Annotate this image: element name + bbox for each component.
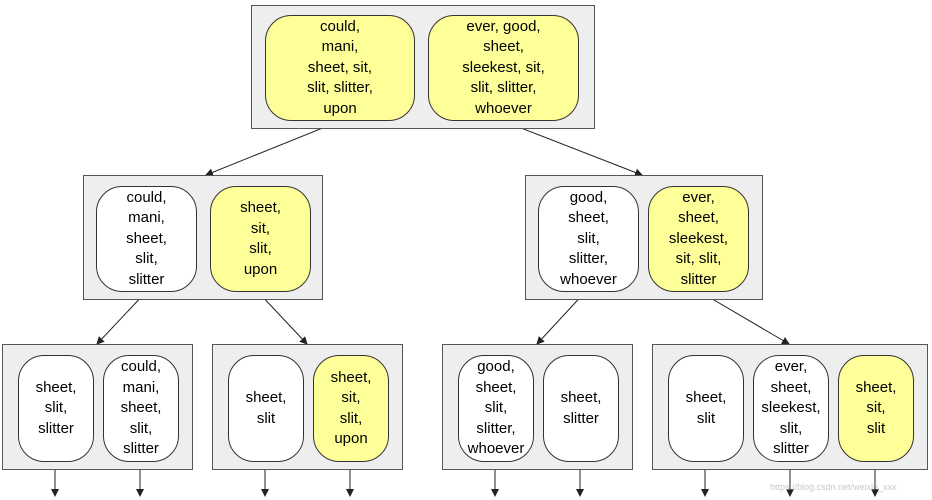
node-text-line: sheet,	[685, 389, 727, 406]
node-text-line: slitter	[773, 440, 809, 458]
root-group: could, mani, sheet, sit, slit, slitter, upon…	[251, 5, 595, 129]
node-text-line: sheet,	[330, 368, 372, 386]
node-text-line: ever,	[774, 358, 808, 376]
node-text-line: slitter	[38, 419, 74, 437]
node-text-line: mani,	[122, 378, 160, 396]
root-node-right: ever, good, sheet, sleekest, sit, slit, sli…	[428, 15, 579, 121]
node-text-line: slitter	[128, 270, 165, 288]
level2-group-1: sheet, slit, slitter could, mani, sheet, slit…	[2, 344, 193, 470]
node-text-line: upon	[323, 99, 357, 117]
node-text-line: upon	[243, 260, 278, 278]
node-text-line: sleekest,	[668, 229, 729, 247]
level1-right-node-b: ever, sheet, sleekest, sit, slit, slitter	[648, 186, 749, 292]
edge-root-to-left	[205, 120, 341, 177]
node-text-line: sheet,	[560, 389, 602, 406]
node-text-line: sheet,	[568, 209, 609, 227]
level2-g3-node-a: good, sheet, slit, slitter, whoever	[458, 355, 534, 462]
node-text-line: slit,	[129, 419, 153, 437]
node-text-line: slit,	[339, 409, 363, 427]
level1-left-node-a: could, mani, sheet, slit, slitter	[96, 186, 197, 292]
node-text-line: sheet,	[770, 378, 812, 396]
watermark: https://blog.csdn.net/weixin_xxx	[770, 482, 897, 492]
node-text-line: slit, slitter,	[470, 79, 537, 97]
level1-left-group: could, mani, sheet, slit, slitter sheet, sit,…	[83, 175, 323, 300]
node-text-line: upon	[334, 430, 368, 447]
node-text-line: sleekest, sit,	[462, 58, 545, 76]
level2-g4-node-b: ever, sheet, sleekest, slit, slitter	[753, 355, 829, 462]
node-text-line: sheet,	[678, 209, 719, 227]
node-text-line: mani,	[128, 209, 165, 227]
level1-right-node-a: good, sheet, slit, slitter, whoever	[538, 186, 639, 292]
node-text-line: sit,	[250, 219, 271, 237]
node-text-line: good,	[569, 188, 608, 206]
root-node-left: could, mani, sheet, sit, slit, slitter, upon	[265, 15, 415, 121]
node-text-line: whoever	[475, 99, 532, 117]
node-text-line: could,	[120, 358, 162, 376]
node-text-line: sit,	[866, 399, 886, 417]
node-text-line: sheet,	[35, 378, 77, 396]
level2-g4-node-c: sheet, sit, slit	[838, 355, 914, 462]
node-text-line: sleekest,	[761, 399, 821, 417]
edge-left-to-g2	[258, 292, 308, 345]
node-text-line: sheet,	[245, 389, 287, 406]
node-text-line: slit	[256, 409, 276, 427]
node-text-line: slitter	[123, 440, 159, 458]
node-text-line: slitter	[563, 409, 599, 427]
node-text-line: slit, slitter,	[307, 79, 373, 97]
level1-right-group: good, sheet, slit, slitter, whoever ever, she…	[525, 175, 763, 300]
level1-left-node-b: sheet, sit, slit, upon	[210, 186, 311, 292]
node-text-line: sheet,	[855, 378, 897, 396]
level2-group-2: sheet, slit sheet, sit, slit, upon	[212, 344, 403, 470]
level2-g2-node-b: sheet, sit, slit, upon	[313, 355, 389, 462]
level2-g1-node-b: could, mani, sheet, slit, slitter	[103, 355, 179, 462]
node-text-line: slit,	[135, 250, 158, 268]
node-text-line: could,	[319, 17, 361, 35]
node-text-line: sheet,	[126, 229, 167, 247]
node-text-line: could,	[126, 188, 167, 206]
node-text-line: whoever	[560, 270, 617, 288]
node-text-line: slit,	[484, 399, 508, 417]
level2-g4-node-a: sheet, slit	[668, 355, 744, 462]
node-text-line: ever, good,	[466, 17, 541, 35]
node-text-line: sheet,	[475, 378, 517, 396]
node-text-line: slit,	[249, 240, 272, 257]
node-text-line: slit,	[44, 399, 68, 417]
node-text-line: slit	[866, 419, 886, 437]
level2-group-3: good, sheet, slit, slitter, whoever sheet, sl…	[442, 344, 633, 470]
node-text-line: slitter,	[476, 419, 516, 437]
node-text-line: good,	[477, 358, 515, 376]
level2-g2-node-a: sheet, slit	[228, 355, 304, 462]
level2-g1-node-a: sheet, slit, slitter	[18, 355, 94, 462]
node-text-line: slit	[696, 409, 716, 427]
level2-g3-node-b: sheet, slitter	[543, 355, 619, 462]
node-text-line: whoever	[467, 440, 525, 458]
edge-root-to-right	[502, 120, 643, 177]
node-text-line: slitter,	[568, 250, 609, 268]
node-text-line: slit,	[577, 229, 600, 247]
node-text-line: sheet, sit,	[307, 58, 373, 76]
node-text-line: slitter	[680, 270, 717, 288]
node-text-line: sit,	[341, 389, 361, 406]
node-text-line: sheet,	[483, 38, 524, 56]
level2-group-4: sheet, slit ever, sheet, sleekest, slit, slit…	[652, 344, 928, 470]
node-text-line: sit, slit,	[675, 250, 722, 268]
node-text-line: sheet,	[120, 399, 162, 417]
node-text-line: sheet,	[240, 199, 281, 216]
node-text-line: ever,	[682, 188, 715, 206]
edge-left-to-g1	[96, 292, 146, 345]
node-text-line: mani,	[321, 38, 359, 56]
node-text-line: slit,	[779, 419, 803, 437]
